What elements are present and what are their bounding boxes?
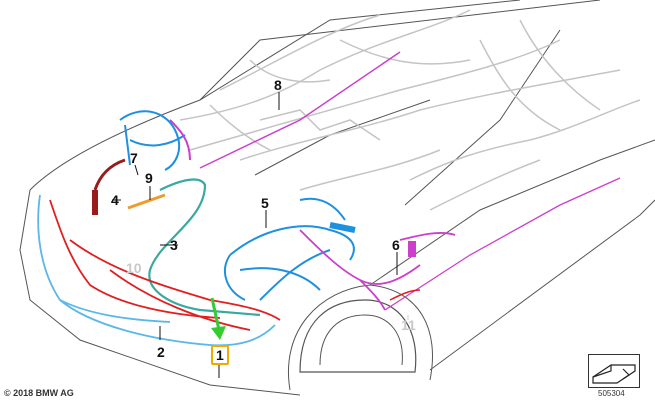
harness-6 bbox=[299, 229, 456, 311]
car-body-outline bbox=[19, 0, 655, 396]
harness-5 bbox=[224, 197, 356, 301]
callout-2: 2 bbox=[157, 344, 165, 360]
connector-6 bbox=[408, 241, 416, 257]
harness-7-magenta bbox=[169, 119, 191, 161]
harness-2 bbox=[37, 194, 276, 347]
document-number: 505304 bbox=[598, 389, 625, 398]
harness-11 bbox=[389, 289, 421, 301]
callout-3: 3 bbox=[170, 237, 178, 253]
callout-8: 8 bbox=[274, 77, 282, 93]
leader-lines bbox=[112, 92, 398, 378]
copyright-text: © 2018 BMW AG bbox=[4, 388, 74, 398]
callout-9: 9 bbox=[145, 170, 153, 186]
car-view-direction-icon bbox=[588, 354, 640, 388]
harness-3 bbox=[148, 178, 261, 317]
callout-1: 1 bbox=[211, 345, 229, 365]
harness-2-red bbox=[49, 199, 281, 331]
green-pointer-arrow-icon bbox=[210, 297, 226, 340]
harness-8-line bbox=[199, 51, 401, 169]
callout-6: 6 bbox=[392, 237, 400, 253]
callout-4: 4 bbox=[111, 192, 119, 208]
callout-11: 11 bbox=[401, 317, 416, 333]
callout-10: 10 bbox=[126, 260, 142, 276]
harness-7 bbox=[119, 110, 186, 171]
callout-7: 7 bbox=[130, 150, 138, 166]
harness-rear-magenta-line bbox=[384, 177, 621, 311]
harness-4 bbox=[92, 158, 126, 215]
background-harness bbox=[179, 9, 641, 211]
callout-5: 5 bbox=[261, 195, 269, 211]
harness-9 bbox=[127, 193, 166, 210]
